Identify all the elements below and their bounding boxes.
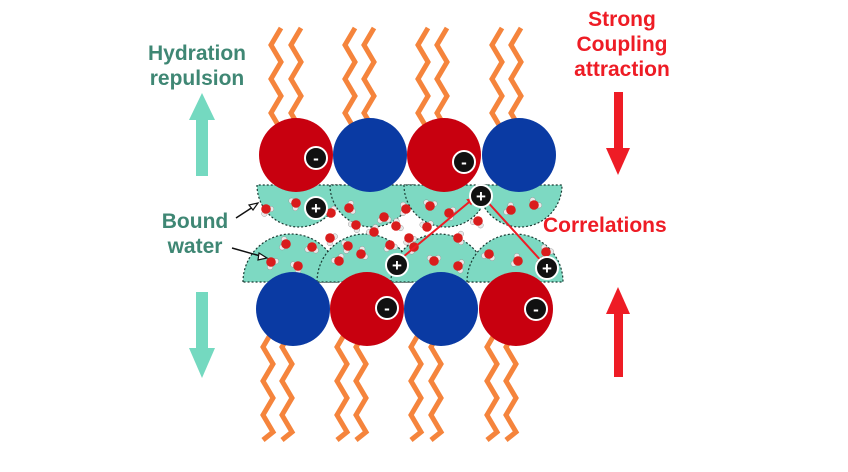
strong-label-line3: attraction xyxy=(574,58,670,81)
headgroup-circle-icon xyxy=(482,118,556,192)
correlation-arrows xyxy=(396,197,545,265)
hydration-arrows xyxy=(189,93,215,378)
water-molecule-icon xyxy=(261,204,275,217)
zigzag-chain-icon xyxy=(260,328,277,442)
headgroup-circle-icon xyxy=(479,272,553,346)
water-molecule-icon xyxy=(279,236,291,251)
ion-minus-icon: - xyxy=(304,146,328,170)
ion-plus-icon: + xyxy=(304,196,328,220)
svg-text:-: - xyxy=(384,299,390,318)
water-molecule-icon xyxy=(470,216,484,229)
svg-text:+: + xyxy=(476,187,486,206)
water-molecule-icon xyxy=(540,244,554,257)
headgroup-circle-icon xyxy=(333,118,407,192)
svg-text:-: - xyxy=(533,300,539,319)
arrow-up-icon xyxy=(606,287,630,377)
water-molecule-icon xyxy=(288,197,301,211)
water-molecule-icon xyxy=(453,259,465,274)
zigzag-chain-icon xyxy=(503,328,520,442)
zigzag-chain-icon xyxy=(428,328,445,442)
water-molecule-icon xyxy=(331,253,345,266)
zigzag-chain-icon xyxy=(353,328,370,442)
bound-water-label: Bound water xyxy=(150,209,240,259)
arrow-down-icon xyxy=(606,92,630,175)
water-molecule-icon xyxy=(399,201,411,216)
water-molecule-icon xyxy=(503,202,516,215)
hydration-label-line1: Hydration xyxy=(147,42,246,65)
strong-coupling-label: Strong Coupling attraction xyxy=(560,7,684,82)
correlation-arrow xyxy=(396,197,475,263)
svg-text:-: - xyxy=(313,149,319,168)
ion-plus-icon: + xyxy=(535,256,559,280)
ion-plus-icon: + xyxy=(469,184,493,208)
hydration-label-line2: repulsion xyxy=(149,67,245,90)
bound-water-line1: Bound xyxy=(161,210,229,233)
lipid-headgroups xyxy=(256,118,556,346)
water-molecule-icon xyxy=(344,200,356,215)
water-molecule-icon xyxy=(377,212,392,224)
water-molecule-icon xyxy=(453,230,464,246)
svg-text:+: + xyxy=(542,259,552,278)
water-molecule-icon xyxy=(341,239,353,254)
headgroup-circle-icon xyxy=(256,272,330,346)
attraction-arrows xyxy=(606,92,630,377)
bound-water-line2: water xyxy=(167,235,223,258)
zigzag-chain-icon xyxy=(279,328,296,442)
water-molecule-icon xyxy=(266,257,279,270)
water-molecule-icon xyxy=(325,233,338,246)
headgroup-circle-icon xyxy=(404,272,478,346)
water-molecule-icon xyxy=(391,218,404,232)
zigzag-chain-icon xyxy=(484,328,501,442)
water-molecule-icon xyxy=(423,199,438,211)
water-molecule-icon xyxy=(356,246,369,260)
water-molecule-icon xyxy=(403,233,417,246)
headgroup-circle-icon xyxy=(330,272,404,346)
water-molecule-icon xyxy=(481,249,496,261)
water-molecule-icon xyxy=(304,242,319,254)
correlations-label: Correlations xyxy=(543,214,667,237)
water-molecule-icon xyxy=(383,240,398,252)
zigzag-chain-icon xyxy=(408,328,425,442)
correlation-arrow xyxy=(483,197,545,265)
svg-text:-: - xyxy=(461,153,467,172)
ion-plus-icon: + xyxy=(385,253,409,277)
strong-label-line2: Coupling xyxy=(576,33,668,56)
arrow-up-icon xyxy=(189,93,215,176)
water-molecule-icon xyxy=(366,224,379,237)
hydration-repulsion-label: Hydration repulsion xyxy=(130,41,264,91)
water-molecule-icon xyxy=(510,253,523,267)
ion-minus-icon: - xyxy=(375,296,399,320)
svg-text:+: + xyxy=(311,199,321,218)
hydration-shell-icon xyxy=(477,184,563,228)
headgroup-circle-icon xyxy=(259,118,333,192)
strong-label-line1: Strong xyxy=(588,8,656,31)
ion-minus-icon: - xyxy=(452,150,476,174)
ion-minus-icon: - xyxy=(524,297,548,321)
bound-water-pointers xyxy=(231,202,269,261)
svg-text:+: + xyxy=(392,256,402,275)
water-molecule-icon xyxy=(419,220,434,232)
lipid-tails xyxy=(260,26,525,442)
water-molecule-icon xyxy=(529,197,542,210)
water-molecule-icon xyxy=(348,220,361,233)
ions: ----++++ xyxy=(304,146,559,321)
arrow-down-icon xyxy=(189,292,215,378)
zigzag-chain-icon xyxy=(334,328,351,442)
water-molecule-icon xyxy=(426,255,442,266)
